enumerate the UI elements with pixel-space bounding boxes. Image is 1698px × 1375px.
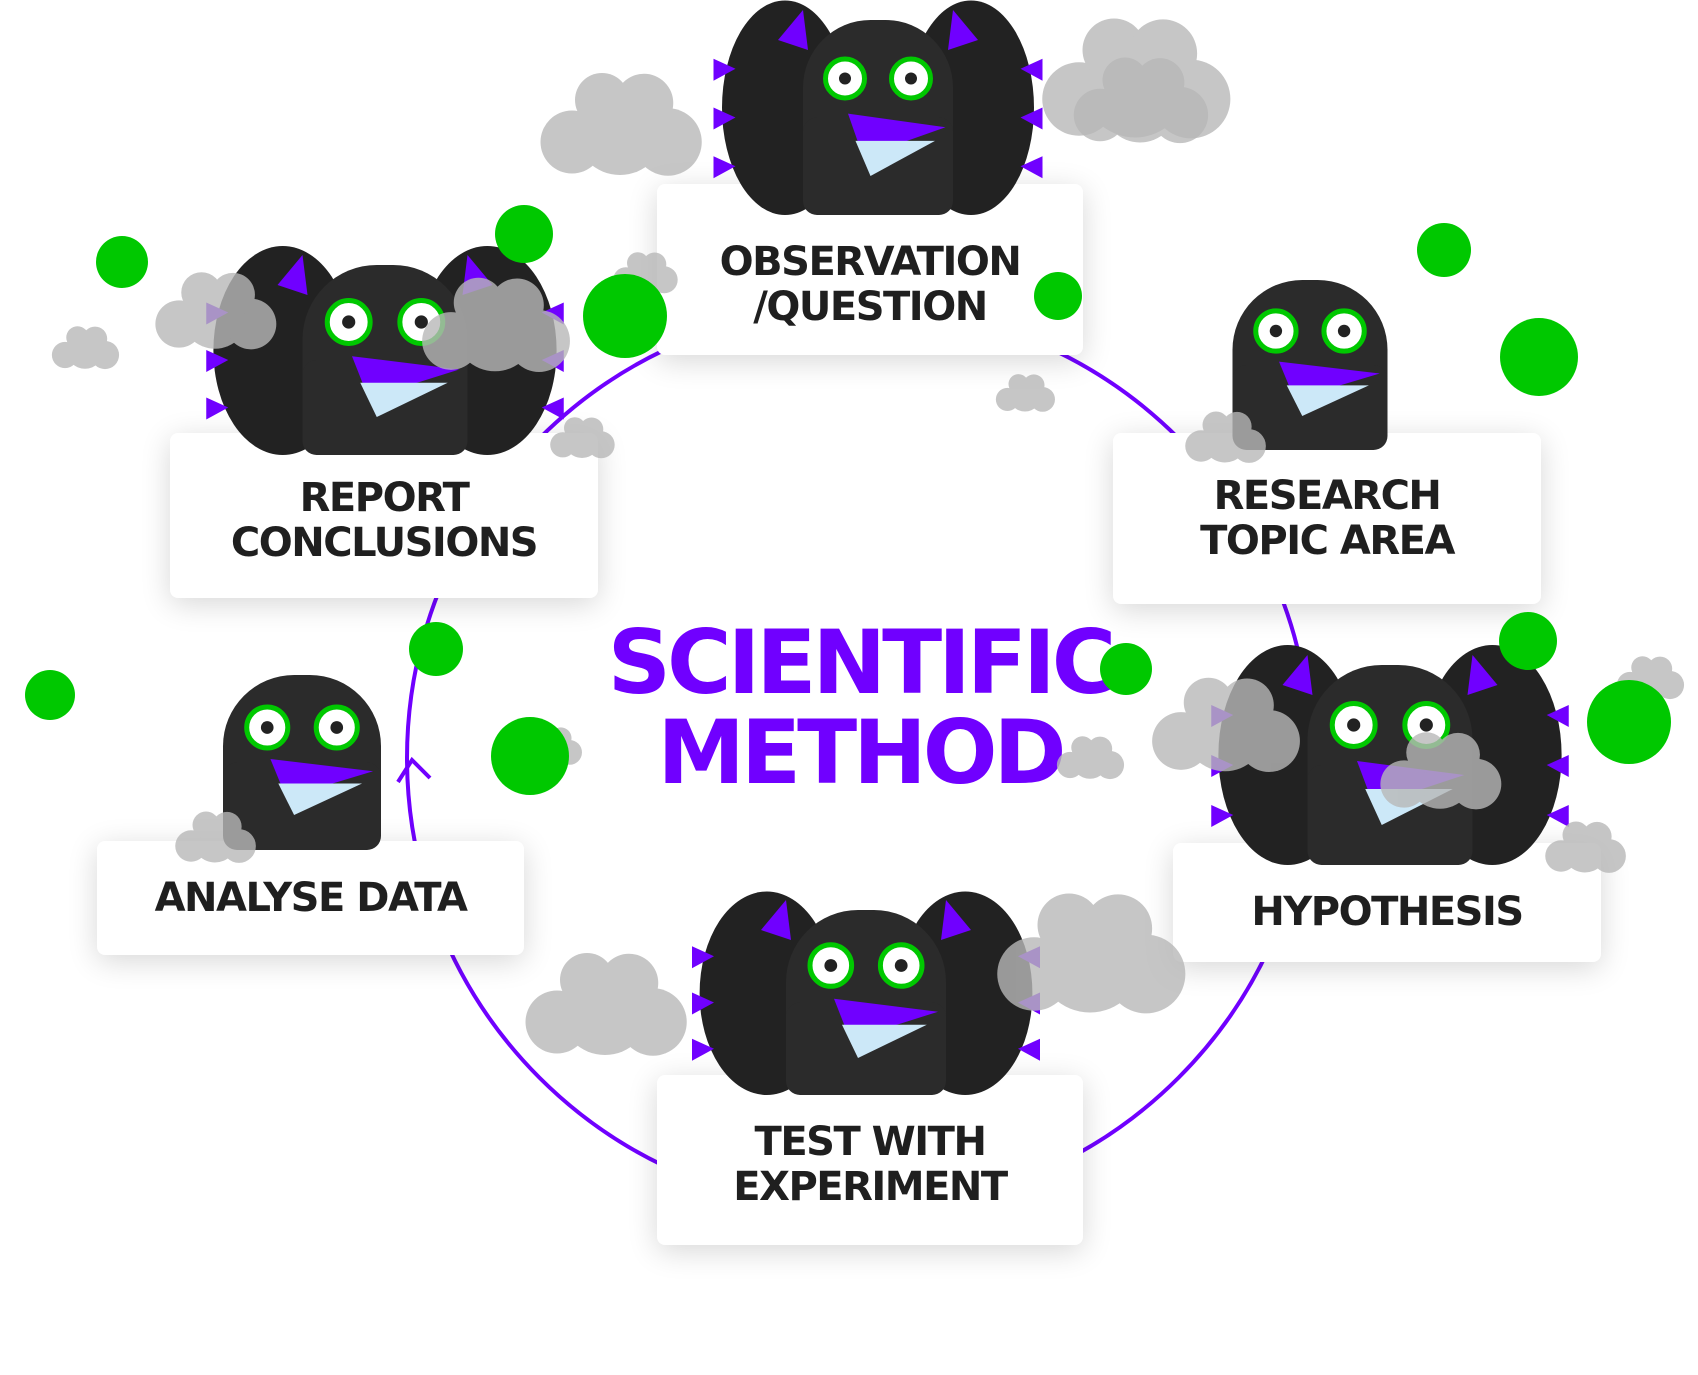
step-card-research: RESEARCH TOPIC AREA: [1113, 433, 1541, 604]
diagram-title-line2: METHOD: [657, 701, 1066, 804]
cycle-arrow: [396, 756, 432, 784]
step-label: RESEARCH TOPIC AREA: [1200, 472, 1455, 564]
step-card-observation: OBSERVATION /QUESTION: [657, 184, 1083, 355]
step-card-analyse: ANALYSE DATA: [97, 841, 524, 955]
step-label: TEST WITH EXPERIMENT: [733, 1119, 1008, 1210]
diagram-title-line1: SCIENTIFIC: [607, 611, 1117, 714]
step-card-test: TEST WITH EXPERIMENT: [657, 1075, 1083, 1245]
step-label: REPORT CONCLUSIONS: [230, 474, 539, 566]
step-card-hypothesis: HYPOTHESIS: [1173, 843, 1601, 962]
step-label: ANALYSE DATA: [154, 874, 468, 921]
step-card-report: REPORT CONCLUSIONS: [170, 433, 598, 598]
step-label: OBSERVATION /QUESTION: [719, 238, 1022, 330]
step-label: HYPOTHESIS: [1251, 889, 1524, 935]
